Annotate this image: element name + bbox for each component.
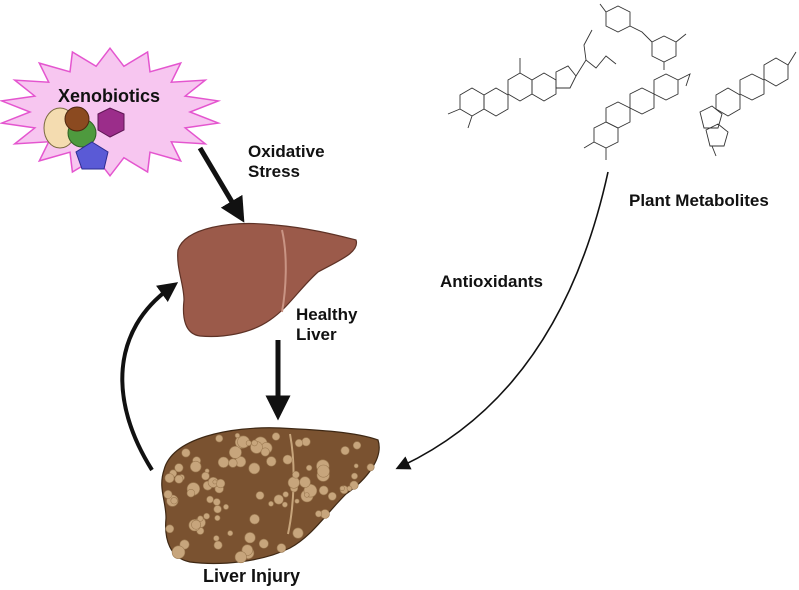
- liver-nodule: [306, 464, 313, 472]
- liver-nodule: [353, 463, 359, 469]
- liver-nodule: [213, 540, 223, 550]
- liver-nodule: [282, 454, 293, 465]
- liver-nodule: [214, 514, 221, 521]
- liver-nodule: [251, 439, 258, 447]
- molecule-brown: [64, 106, 90, 132]
- liver-nodule: [223, 503, 229, 510]
- liver-nodule: [164, 473, 175, 483]
- liver-nodule: [206, 495, 214, 504]
- liver-nodule: [201, 471, 210, 481]
- glycoside-structure: [699, 51, 797, 157]
- liver-nodule: [244, 532, 256, 544]
- liver-nodule: [174, 463, 184, 473]
- liver-nodule: [340, 446, 350, 456]
- liver-nodule: [212, 479, 218, 485]
- liver-nodule: [197, 515, 204, 522]
- liver-nodule: [266, 456, 277, 467]
- liver-nodule: [234, 551, 247, 564]
- oxidative-stress-line2: Stress: [248, 162, 300, 181]
- liver-nodule: [271, 432, 281, 441]
- liver-nodule: [351, 472, 358, 480]
- liver-nodule: [165, 524, 175, 534]
- liver-nodule: [249, 513, 260, 525]
- oxidative-stress-line1: Oxidative: [248, 142, 325, 161]
- liver-nodule: [299, 476, 311, 488]
- liver-nodule: [327, 491, 337, 501]
- liver-nodule: [287, 476, 300, 489]
- liver-nodule: [213, 505, 222, 514]
- liver-nodule: [186, 489, 196, 498]
- liver-nodule: [346, 485, 353, 492]
- antioxidants-arrow: [395, 171, 609, 470]
- injured-liver: [161, 427, 380, 565]
- liver-nodule: [248, 462, 261, 475]
- liver-nodule: [292, 527, 304, 539]
- liver-nodule: [268, 500, 274, 507]
- liver-nodule: [217, 456, 230, 468]
- liver-nodule: [294, 498, 300, 504]
- healthy-liver-label: Healthy Liver: [296, 305, 357, 345]
- liver-nodule: [255, 491, 265, 500]
- plant-metabolites-label: Plant Metabolites: [629, 191, 769, 210]
- healthy-liver-line1: Healthy: [296, 305, 358, 324]
- liver-nodule: [163, 489, 173, 499]
- liver-nodule: [304, 492, 310, 498]
- liver-nodule: [349, 480, 359, 490]
- liver-nodule: [228, 445, 242, 459]
- liver-nodule: [245, 440, 252, 446]
- liver-nodule: [174, 474, 184, 484]
- liver-nodule: [273, 494, 284, 505]
- liver-nodule: [228, 458, 238, 468]
- molecule-blue-pentagon: [75, 141, 109, 170]
- liver-injury-label: Liver Injury: [203, 566, 301, 586]
- molecule-purple-hexagon: [97, 107, 125, 138]
- liver-nodule: [315, 510, 323, 518]
- liver-nodule: [191, 519, 201, 530]
- healthy-liver-line2: Liver: [296, 325, 337, 344]
- xenobiotics-label: Xenobiotics: [58, 86, 161, 106]
- healthy-liver: [177, 222, 358, 338]
- liver-nodule: [281, 501, 288, 508]
- liver-nodule: [216, 478, 226, 489]
- liver-nodule: [258, 538, 269, 549]
- liver-nodule: [213, 535, 220, 542]
- liver-nodule: [339, 485, 345, 492]
- liver-nodule: [316, 464, 330, 478]
- healthy-liver-shape: [177, 222, 358, 338]
- liver-nodule: [292, 470, 300, 479]
- xenobiotics-starburst: [0, 46, 222, 178]
- liver-nodule: [213, 498, 221, 506]
- liver-nodule: [352, 441, 362, 450]
- liver-nodule: [282, 491, 289, 498]
- liver-nodule: [171, 545, 186, 559]
- alkaloid-structure: [583, 73, 691, 160]
- liver-nodule: [276, 543, 287, 553]
- plant-metabolite-structures: [447, 3, 797, 160]
- liver-nodules: [163, 432, 375, 564]
- healthy-liver-ligament: [281, 229, 287, 313]
- liver-nodule: [366, 463, 375, 472]
- recovery-arrow: [120, 282, 179, 472]
- liver-nodule: [294, 439, 304, 448]
- oxidative-stress-arrow: [197, 146, 245, 223]
- stilbene-structure: [599, 3, 687, 70]
- liver-nodule: [203, 512, 210, 520]
- triterpene-structure: [447, 29, 617, 129]
- liver-nodule: [260, 447, 270, 457]
- liver-nodule: [234, 432, 240, 439]
- oxidative-stress-label: Oxidative Stress: [248, 142, 325, 182]
- antioxidants-label: Antioxidants: [440, 272, 543, 291]
- liver-nodule: [301, 437, 311, 447]
- liver-nodule: [190, 460, 202, 473]
- liver-nodule: [318, 485, 329, 496]
- liver-nodule: [227, 530, 234, 537]
- liver-nodule: [181, 448, 191, 458]
- liver-nodule: [170, 497, 178, 505]
- liver-nodule: [215, 434, 224, 443]
